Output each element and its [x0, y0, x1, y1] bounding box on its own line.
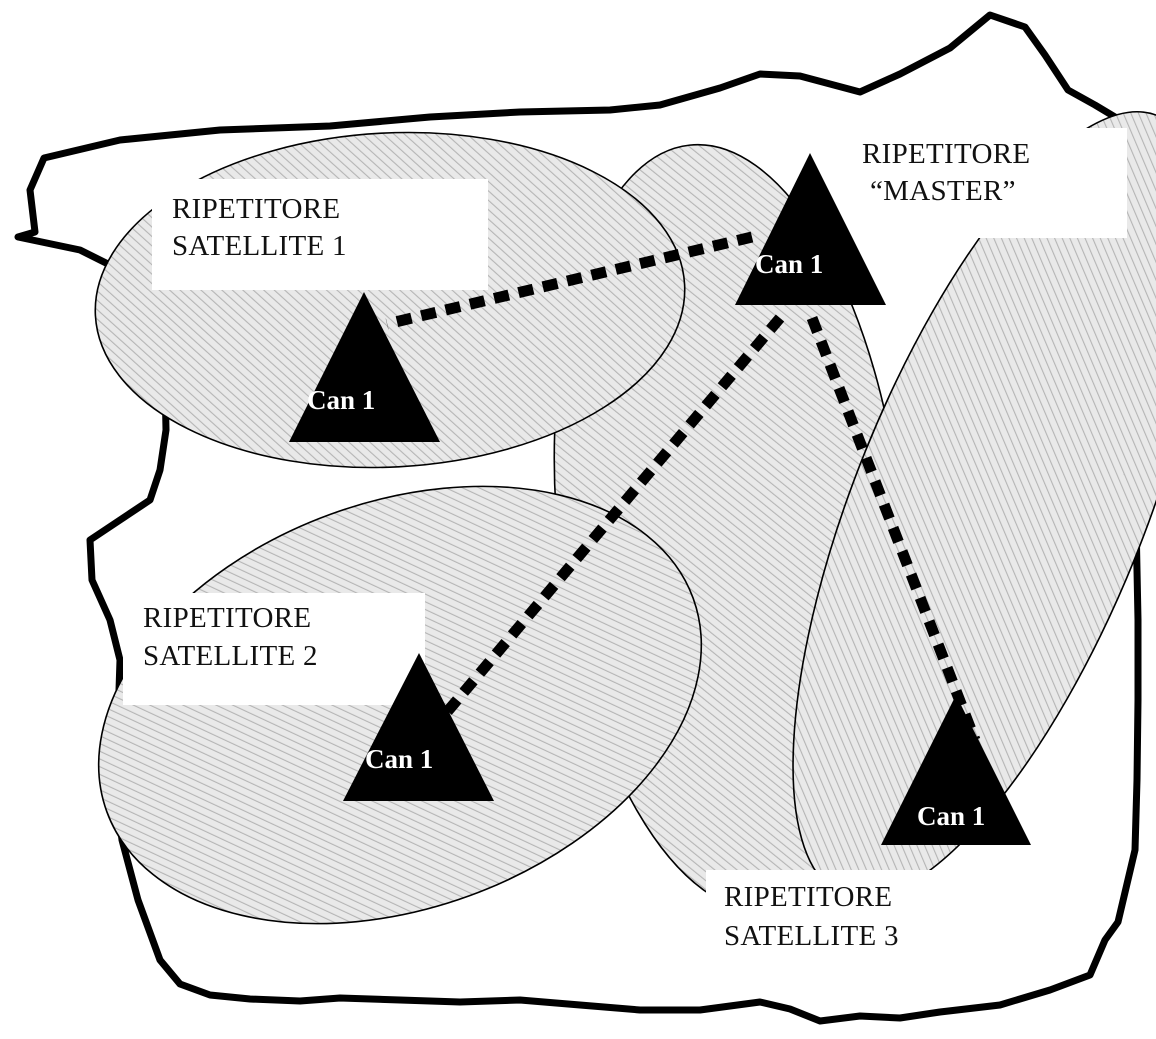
- label-box-satellite-2: [123, 593, 425, 705]
- link-master-satellite-1: [385, 231, 754, 330]
- label-satellite-3-line-1: RIPETITORE: [724, 881, 892, 913]
- satellite-3-channel-label: Can 1: [917, 801, 985, 831]
- label-satellite-3: RIPETITORE SATELLITE 3: [724, 881, 899, 952]
- label-master-line-1: RIPETITORE: [862, 138, 1030, 170]
- label-satellite-1-line-1: RIPETITORE: [172, 193, 340, 225]
- label-satellite-1-line-2: SATELLITE 1: [172, 230, 347, 262]
- label-box-master: [855, 128, 1127, 238]
- link-master-satellite-3: [806, 316, 981, 742]
- label-satellite-1: RIPETITORE SATELLITE 1: [172, 193, 347, 262]
- building-outline: [14, 11, 1142, 1025]
- label-satellite-2: RIPETITORE SATELLITE 2: [143, 602, 318, 672]
- radio-links: [385, 231, 981, 742]
- label-satellite-2-line-1: RIPETITORE: [143, 602, 311, 634]
- satellite-2-repeater-triangle-icon: [343, 653, 494, 801]
- label-box-satellite-1: [152, 179, 488, 290]
- link-master-satellite-2: [442, 314, 785, 716]
- label-master: RIPETITORE “MASTER”: [862, 138, 1030, 207]
- satellite-1-channel-label: Can 1: [307, 385, 375, 415]
- master-channel-label: Can 1: [755, 249, 823, 279]
- label-satellite-2-line-2: SATELLITE 2: [143, 640, 318, 672]
- satellite-3-repeater-triangle-icon: [881, 695, 1031, 845]
- satellite-1-repeater-triangle-icon: [289, 292, 440, 442]
- label-box-satellite-3: [706, 870, 1002, 982]
- label-satellite-3-line-2: SATELLITE 3: [724, 920, 899, 952]
- master-repeater-triangle-icon: [735, 153, 886, 305]
- label-master-line-2: “MASTER”: [870, 175, 1016, 207]
- satellite-2-channel-label: Can 1: [365, 744, 433, 774]
